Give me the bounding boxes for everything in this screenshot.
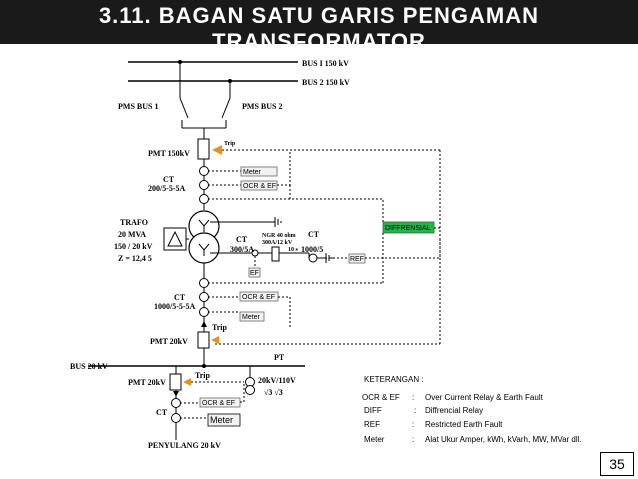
ngr-time: 10 s [288,247,299,253]
legend-sep-4: : [412,435,414,444]
ct-feeder-label: CT [156,408,168,417]
meter-low-label: Meter [242,314,261,321]
legend-desc-2: Diffrencial Relay [425,406,483,415]
ocr-feeder-label: OCR & EF [202,400,235,407]
legend-key-3: REF [364,420,380,429]
legend-key-1: OCR & EF [362,393,400,402]
ocr-low-label: OCR & EF [242,294,275,301]
legend-sep-3: : [412,420,414,429]
ct-low-core-1 [199,278,209,288]
meter-low-box [239,311,265,322]
ngr-label: NGR 40 ohm [262,233,296,239]
pmt150-label: PMT 150kV [148,149,190,158]
pt-ratio: 20kV/110V [258,376,296,385]
title-bar: 3.11. BAGAN SATU GARIS PENGAMAN TRANSFOR… [0,0,638,44]
ngr-rating: 300A/12 kV [262,240,293,246]
ct-top-core-1 [199,166,209,176]
pms1-switch [179,97,189,119]
delta-icon [167,230,183,247]
ocr-top-label: OCR & EF [243,183,276,190]
pmt20-label: PMT 20kV [150,337,188,346]
pt-winding-2 [245,385,255,395]
meter-top-box [240,166,278,177]
wye-secondary-icon [198,243,210,256]
trafo-secondary-winding [188,232,220,264]
legend-sep-1: : [412,393,414,402]
page-number: 35 [600,452,634,476]
penyulang-label: PENYULANG 20 kV [148,441,221,450]
diff-relay-label: DIFFRENSIAL [385,225,431,232]
meter-feeder-box [207,413,241,427]
pt-label: PT [274,353,285,362]
legend-key-4: Meter [364,435,385,444]
ct-low-label: CT [174,293,186,302]
ct-top-label: CT [163,175,175,184]
legend-desc-1: Over Current Relay & Earth Fault [425,393,544,402]
ct-low-core-2 [199,292,209,302]
pms2-switch [221,97,231,119]
pmt150-breaker [197,138,210,160]
bus20-label: BUS 20 kV [70,362,108,371]
ct-ref-core [308,253,318,263]
meter-top-label: Meter [243,169,262,176]
ct-low-core-3 [199,307,209,317]
bus1-label: BUS I 150 kV [302,59,349,68]
ct-ref-ratio: 1000/5 [301,245,323,254]
trip-arrow-icon [212,145,222,155]
feeder-trip-label: Trip [195,371,211,380]
trafo-mva: 20 MVA [118,230,146,239]
ct-low-ratio: 1000/5-5-5A [154,302,196,311]
pmt20-breaker [197,331,210,349]
legend-desc-4: Alat Ukur Amper, kWh, kVarh, MW, MVar dl… [425,435,582,444]
ngr-resistor [271,246,280,262]
ct-feeder-core-2 [171,413,181,423]
page-title: 3.11. BAGAN SATU GARIS PENGAMAN TRANSFOR… [98,3,540,44]
ct-top-core-2 [199,180,209,190]
ct-ngr-label: CT [236,235,248,244]
pmt20-trip-label: Trip [212,323,228,332]
trip-arrow-icon-2 [211,336,219,344]
trafo-impedance: Z = 12,4 5 [118,254,152,263]
ef-label: EF [250,270,259,277]
ct-ngr-ratio: 300/5A [230,245,254,254]
ef-box [248,267,261,278]
bus2-label: BUS 2 150 kV [302,78,350,87]
pms1-label: PMS BUS 1 [118,102,158,111]
ct-ref-label: CT [308,230,320,239]
meter-feeder-label: Meter [210,415,233,425]
legend-sep-2: : [414,406,416,415]
pmt150-trip-label: Trip [224,141,236,147]
pmt20-feeder-label: PMT 20kV [128,378,166,387]
ct-feeder-core-1 [171,398,181,408]
ct-top-ratio: 200/5-5-5A [148,184,186,193]
legend-key-2: DIFF [364,406,382,415]
pms2-label: PMS BUS 2 [242,102,282,111]
legend-heading: KETERANGAN : [364,375,424,384]
ref-label: REF [350,256,364,263]
pt-sqrt: √3 √3 [264,388,283,397]
trafo-label: TRAFO [120,218,148,227]
legend-desc-3: Restricted Earth Fault [425,420,503,429]
pmt20-feeder-breaker [169,373,182,391]
trip-arrow-icon-3 [183,378,191,386]
ct-top-core-3 [199,194,209,204]
wye-primary-icon [198,219,210,232]
trafo-kv: 150 / 20 kV [114,242,153,251]
